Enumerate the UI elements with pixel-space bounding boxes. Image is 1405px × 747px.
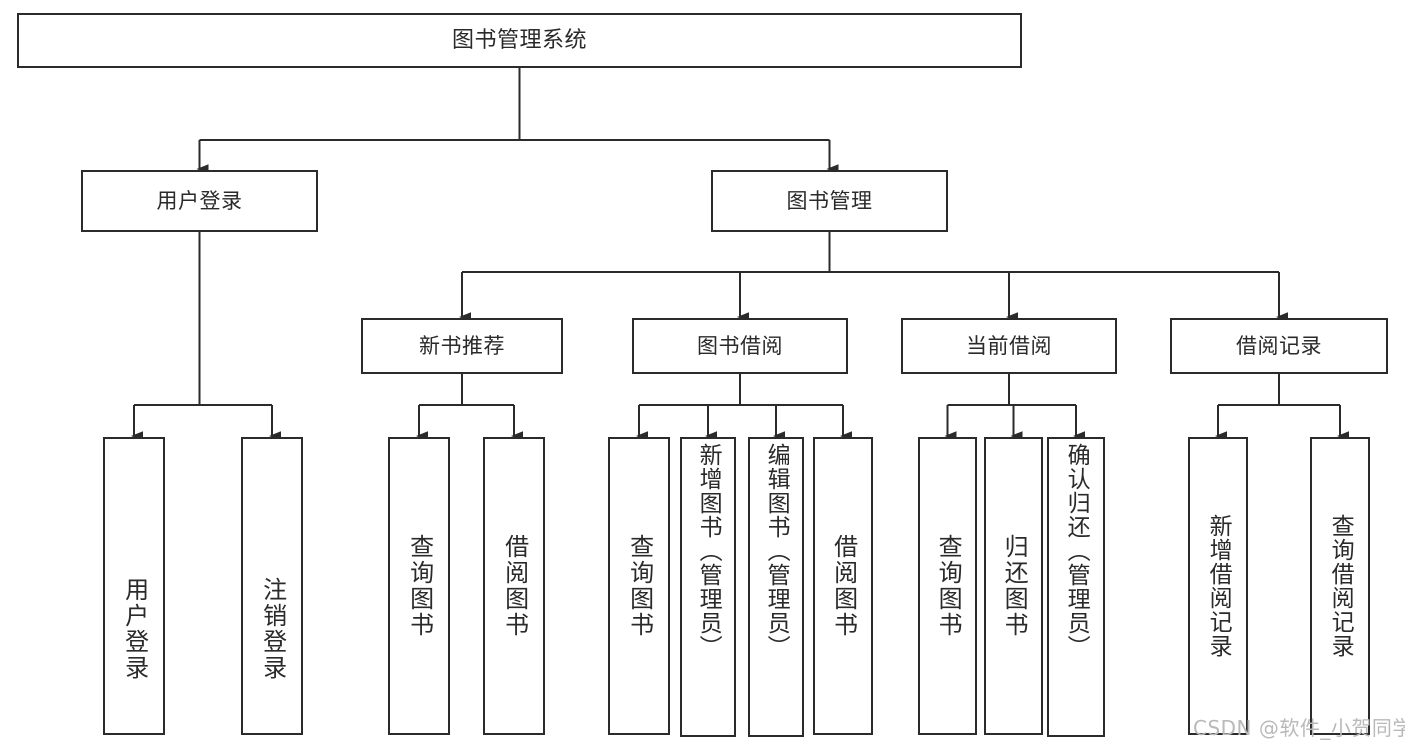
node-label: 借阅图书 [500,534,529,638]
node-label: 用户登录 [156,188,243,213]
node-label: 注销登录 [258,577,287,681]
node-book-manage[interactable]: 图书管理 [711,170,948,232]
node-label: 编辑图书（管理员） [763,443,790,659]
node-label: 图书管理系统 [451,27,587,53]
node-label: 借阅记录 [1236,333,1322,358]
node-label: 用户登录 [120,577,149,681]
node-label: 借阅图书 [829,534,858,638]
node-leaf-cb-query[interactable]: 查询图书 [918,437,977,735]
node-label: 查询借阅记录 [1327,514,1354,658]
node-label: 新增图书（管理员） [695,443,722,659]
node-label: 新增借阅记录 [1205,514,1232,658]
node-new-book-rec[interactable]: 新书推荐 [361,318,563,374]
node-user-login[interactable]: 用户登录 [81,170,318,232]
node-leaf-rec-borrow[interactable]: 借阅图书 [483,437,545,735]
node-leaf-bb-borrow[interactable]: 借阅图书 [813,437,873,735]
node-label: 查询图书 [405,534,434,638]
node-label: 确认归还（管理员） [1063,443,1090,659]
node-leaf-cb-confirm[interactable]: 确认归还（管理员） [1047,437,1105,737]
node-leaf-br-add[interactable]: 新增借阅记录 [1188,437,1248,735]
node-leaf-user-logout[interactable]: 注销登录 [241,437,303,735]
node-label: 当前借阅 [966,333,1052,358]
node-leaf-cb-return[interactable]: 归还图书 [984,437,1043,735]
node-label: 新书推荐 [419,333,505,358]
node-root[interactable]: 图书管理系统 [17,13,1022,68]
node-label: 归还图书 [1000,534,1029,638]
node-label: 图书借阅 [697,333,783,358]
node-label: 查询图书 [934,534,963,638]
node-leaf-bb-edit[interactable]: 编辑图书（管理员） [748,437,804,737]
node-current-borrow[interactable]: 当前借阅 [901,318,1117,374]
node-leaf-bb-add[interactable]: 新增图书（管理员） [680,437,736,737]
node-leaf-br-query[interactable]: 查询借阅记录 [1310,437,1370,735]
node-label: 图书管理 [786,188,873,213]
node-leaf-user-login[interactable]: 用户登录 [103,437,165,735]
node-leaf-rec-query[interactable]: 查询图书 [388,437,450,735]
node-borrow-record[interactable]: 借阅记录 [1170,318,1388,374]
node-label: 查询图书 [625,534,654,638]
node-leaf-bb-query[interactable]: 查询图书 [608,437,670,735]
node-book-borrow[interactable]: 图书借阅 [632,318,848,374]
